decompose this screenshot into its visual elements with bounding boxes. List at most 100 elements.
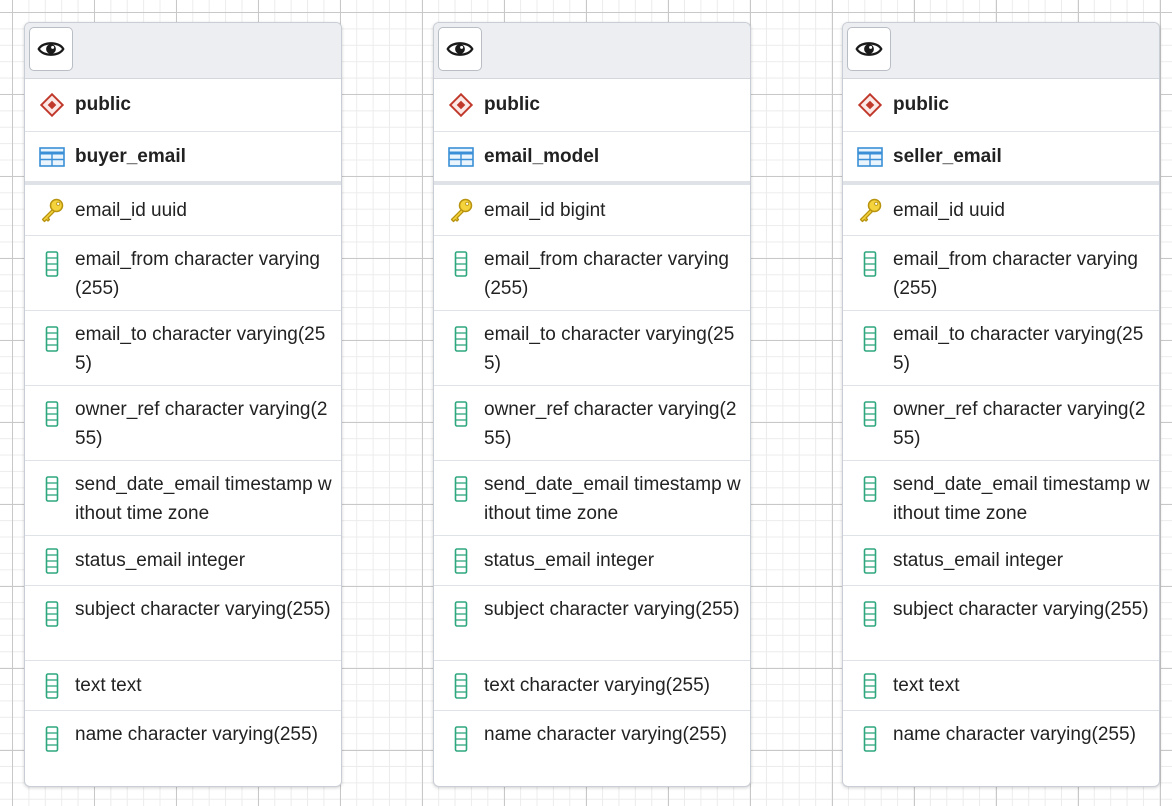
column-label: send_date_email timestamp without time z… bbox=[484, 474, 741, 524]
schema-icon bbox=[448, 92, 474, 118]
table-name-row[interactable]: buyer_email bbox=[25, 132, 341, 185]
column-icon bbox=[39, 326, 65, 352]
column-icon bbox=[39, 673, 65, 699]
schema-icon bbox=[39, 92, 65, 118]
column-row[interactable]: email_id uuid bbox=[843, 185, 1159, 236]
column-row[interactable]: text text bbox=[843, 661, 1159, 711]
table-icon bbox=[448, 146, 474, 168]
table-node-buyer-email[interactable]: public buyer_email email_id uuid email_from… bbox=[24, 22, 342, 787]
column-row[interactable]: subject character varying(255) bbox=[434, 586, 750, 661]
column-label: name character varying(255) bbox=[893, 724, 1136, 745]
column-label: email_to character varying(255) bbox=[893, 324, 1144, 374]
column-row[interactable]: status_email integer bbox=[25, 536, 341, 586]
column-label: email_id uuid bbox=[893, 199, 1005, 221]
column-row[interactable]: owner_ref character varying(255) bbox=[843, 386, 1159, 461]
table-icon bbox=[39, 146, 65, 168]
column-row[interactable]: email_to character varying(255) bbox=[434, 311, 750, 386]
column-label: email_from character varying(255) bbox=[893, 249, 1138, 299]
column-label: send_date_email timestamp without time z… bbox=[893, 474, 1150, 524]
column-label: email_to character varying(255) bbox=[75, 324, 326, 374]
column-row[interactable]: status_email integer bbox=[843, 536, 1159, 586]
column-icon bbox=[857, 326, 883, 352]
column-label: email_id bigint bbox=[484, 199, 606, 221]
column-row[interactable]: text text bbox=[25, 661, 341, 711]
column-label: send_date_email timestamp without time z… bbox=[75, 474, 332, 524]
column-label: subject character varying(255) bbox=[893, 599, 1149, 620]
column-label: text text bbox=[893, 675, 960, 696]
table-name: buyer_email bbox=[75, 145, 186, 167]
column-label: email_from character varying(255) bbox=[484, 249, 729, 299]
column-icon bbox=[448, 601, 474, 627]
column-icon bbox=[448, 673, 474, 699]
column-row[interactable]: status_email integer bbox=[434, 536, 750, 586]
schema-row: public bbox=[434, 79, 750, 132]
table-name-row[interactable]: seller_email bbox=[843, 132, 1159, 185]
column-icon bbox=[39, 476, 65, 502]
column-icon bbox=[39, 548, 65, 574]
column-row[interactable]: email_to character varying(255) bbox=[843, 311, 1159, 386]
primary-key-icon bbox=[39, 197, 65, 223]
column-icon bbox=[857, 476, 883, 502]
column-row[interactable]: email_from character varying(255) bbox=[434, 236, 750, 311]
column-icon bbox=[448, 251, 474, 277]
schema-name: public bbox=[484, 94, 540, 115]
column-row[interactable]: email_from character varying(255) bbox=[25, 236, 341, 311]
column-row[interactable]: send_date_email timestamp without time z… bbox=[843, 461, 1159, 536]
column-row[interactable]: name character varying(255) bbox=[843, 711, 1159, 786]
table-icon bbox=[857, 146, 883, 168]
eye-icon bbox=[446, 35, 474, 63]
column-row[interactable]: name character varying(255) bbox=[434, 711, 750, 786]
column-icon bbox=[857, 673, 883, 699]
column-icon bbox=[448, 326, 474, 352]
table-node-header bbox=[25, 23, 341, 79]
column-row[interactable]: owner_ref character varying(255) bbox=[434, 386, 750, 461]
column-icon bbox=[448, 476, 474, 502]
schema-row: public bbox=[25, 79, 341, 132]
column-row[interactable]: owner_ref character varying(255) bbox=[25, 386, 341, 461]
view-data-button[interactable] bbox=[847, 27, 891, 71]
table-name-row[interactable]: email_model bbox=[434, 132, 750, 185]
column-row[interactable]: subject character varying(255) bbox=[843, 586, 1159, 661]
table-node-email-model[interactable]: public email_model email_id bigint email_fr… bbox=[433, 22, 751, 787]
column-icon bbox=[39, 601, 65, 627]
table-name: seller_email bbox=[893, 145, 1002, 167]
column-label: email_to character varying(255) bbox=[484, 324, 735, 374]
schema-name: public bbox=[893, 94, 949, 115]
column-row[interactable]: send_date_email timestamp without time z… bbox=[25, 461, 341, 536]
view-data-button[interactable] bbox=[29, 27, 73, 71]
column-label: status_email integer bbox=[484, 550, 655, 571]
view-data-button[interactable] bbox=[438, 27, 482, 71]
column-icon bbox=[857, 601, 883, 627]
column-label: text text bbox=[75, 675, 142, 696]
column-row[interactable]: email_from character varying(255) bbox=[843, 236, 1159, 311]
eye-icon bbox=[855, 35, 883, 63]
column-label: subject character varying(255) bbox=[484, 599, 740, 620]
column-row[interactable]: email_id bigint bbox=[434, 185, 750, 236]
column-label: status_email integer bbox=[75, 550, 246, 571]
column-icon bbox=[857, 251, 883, 277]
column-row[interactable]: send_date_email timestamp without time z… bbox=[434, 461, 750, 536]
column-label: owner_ref character varying(255) bbox=[75, 399, 328, 449]
column-icon bbox=[39, 251, 65, 277]
column-row[interactable]: text character varying(255) bbox=[434, 661, 750, 711]
column-row[interactable]: subject character varying(255) bbox=[25, 586, 341, 661]
table-name: email_model bbox=[484, 145, 600, 167]
eye-icon bbox=[37, 35, 65, 63]
column-row[interactable]: email_to character varying(255) bbox=[25, 311, 341, 386]
table-node-header bbox=[843, 23, 1159, 79]
column-label: name character varying(255) bbox=[484, 724, 727, 745]
column-label: email_id uuid bbox=[75, 199, 187, 221]
schema-icon bbox=[857, 92, 883, 118]
column-row[interactable]: name character varying(255) bbox=[25, 711, 341, 786]
column-label: email_from character varying(255) bbox=[75, 249, 320, 299]
column-label: owner_ref character varying(255) bbox=[893, 399, 1146, 449]
column-icon bbox=[39, 726, 65, 752]
column-icon bbox=[857, 401, 883, 427]
column-icon bbox=[39, 401, 65, 427]
schema-row: public bbox=[843, 79, 1159, 132]
column-row[interactable]: email_id uuid bbox=[25, 185, 341, 236]
table-node-seller-email[interactable]: public seller_email email_id uuid email_fro… bbox=[842, 22, 1160, 787]
primary-key-icon bbox=[857, 197, 883, 223]
column-icon bbox=[857, 726, 883, 752]
column-label: subject character varying(255) bbox=[75, 599, 331, 620]
